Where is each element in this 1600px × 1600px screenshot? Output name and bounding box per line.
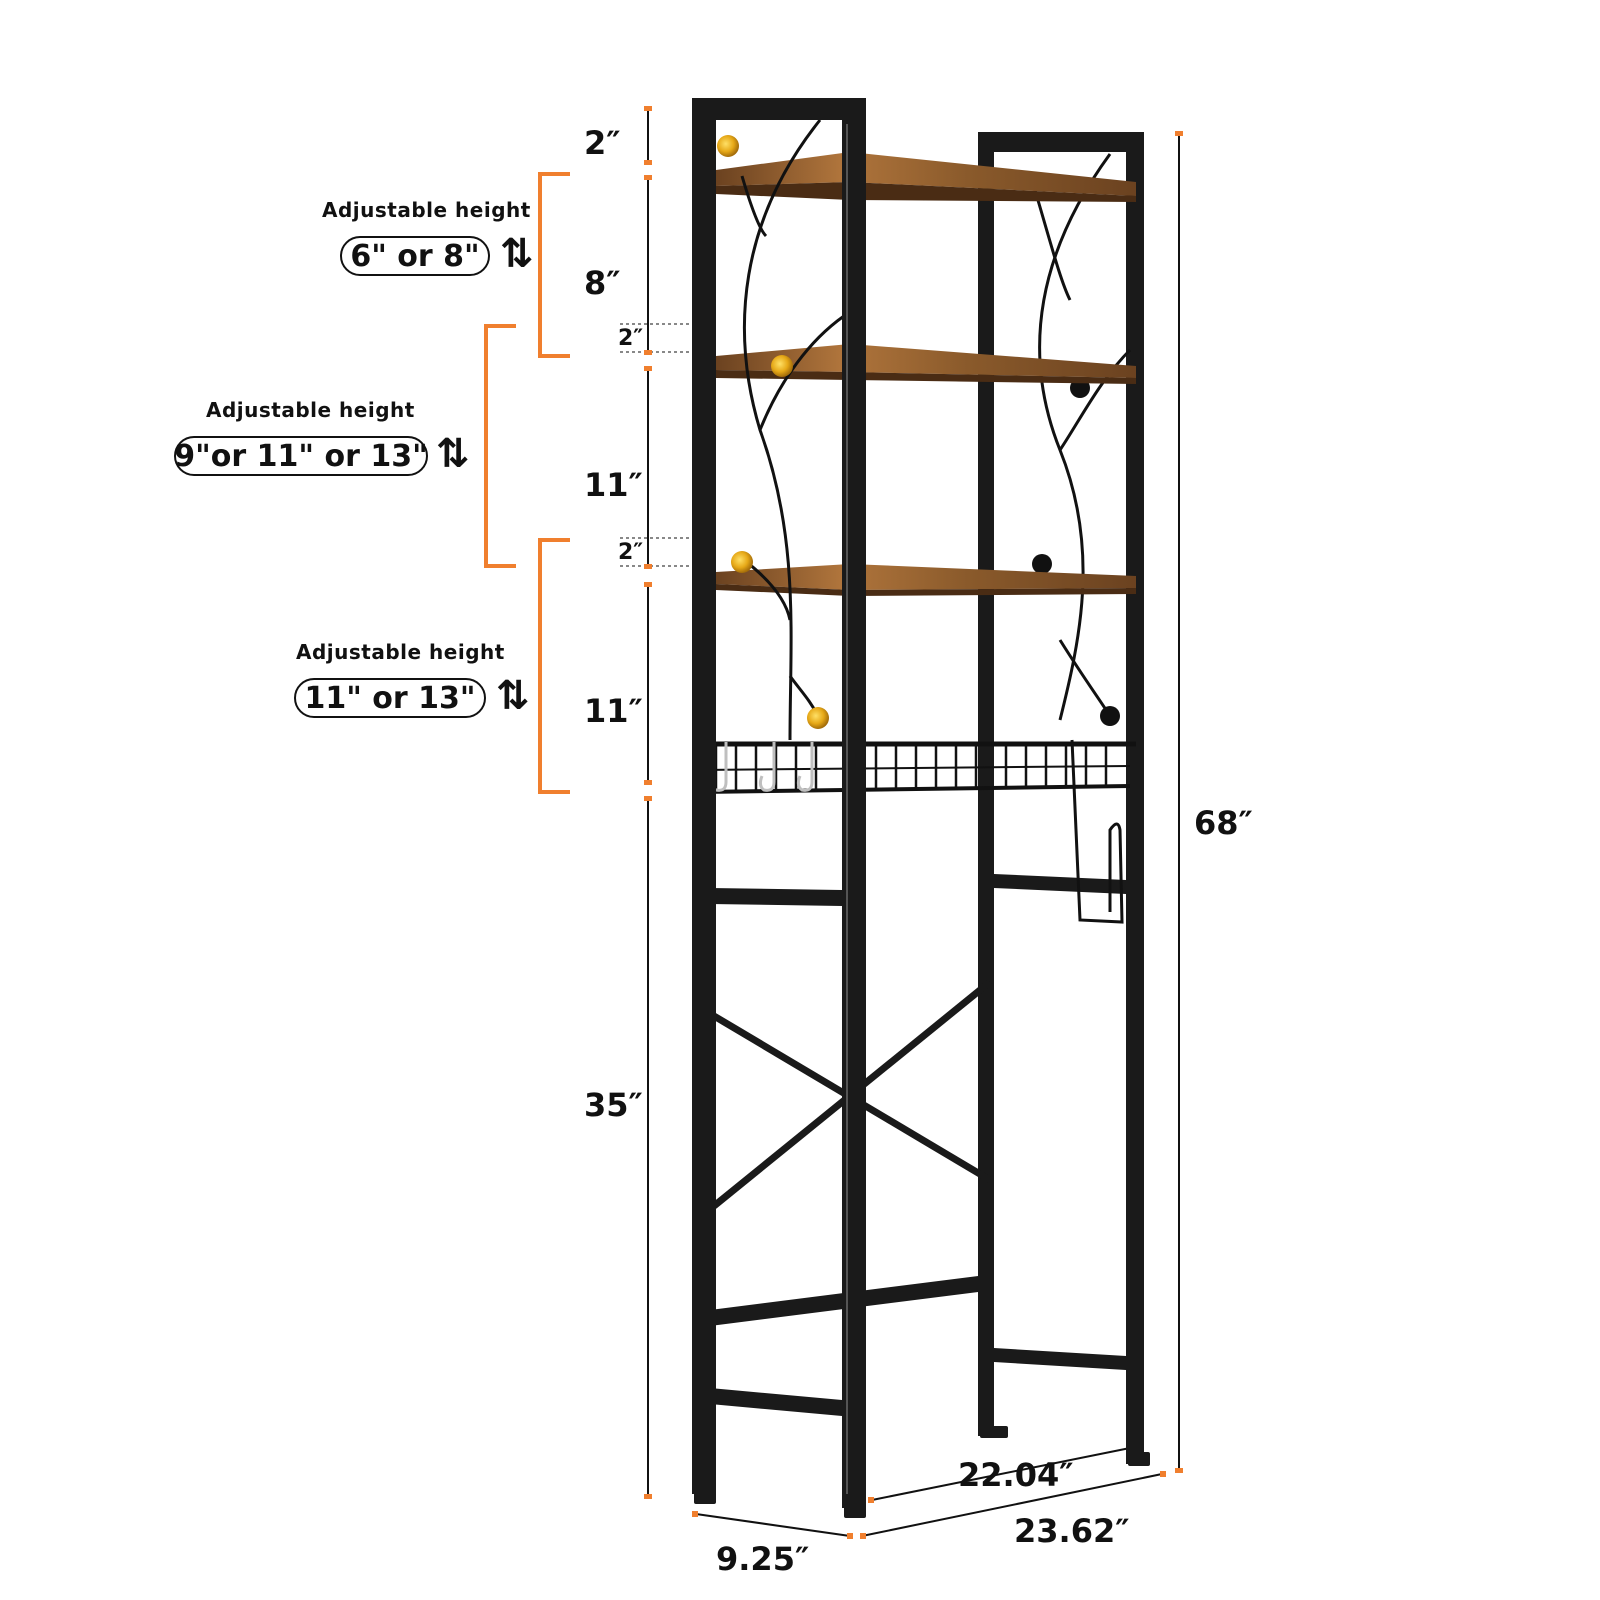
- bracket-middle: [484, 324, 516, 568]
- dim-total-height: 68″: [1194, 804, 1253, 842]
- wire-basket: [699, 741, 1136, 794]
- shelf-top: [716, 152, 1136, 202]
- up-down-arrows-icon: ⇅: [500, 231, 534, 277]
- side-holder: [1070, 739, 1124, 924]
- adjustable-label-1: Adjustable height: [322, 198, 531, 222]
- adjust-options-2: 9"or 11" or 13": [174, 436, 428, 476]
- bracket-top: [538, 172, 570, 358]
- adjust-options-1: 6" or 8": [340, 236, 490, 276]
- dim-depth: 9.25″: [716, 1540, 810, 1578]
- dim-shelf-gap-1: 2″: [618, 326, 644, 351]
- adjust-options-3: 11" or 13": [294, 678, 486, 718]
- back-frame: [978, 132, 1150, 1466]
- dim-section-1: 8″: [584, 264, 621, 302]
- dim-outer-width: 23.62″: [1014, 1512, 1130, 1550]
- decor-knobs: [717, 135, 829, 729]
- shelf-middle: [716, 344, 1136, 384]
- up-down-arrows-icon: ⇅: [436, 431, 470, 477]
- adjustable-label-2: Adjustable height: [206, 398, 415, 422]
- dim-base: 35″: [584, 1086, 643, 1124]
- up-down-arrows-icon: ⇅: [496, 673, 530, 719]
- dim-section-3: 11″: [584, 692, 643, 730]
- adjustable-label-3: Adjustable height: [296, 640, 505, 664]
- shelf-bottom: [716, 564, 1136, 596]
- back-decor-curves: [1030, 153, 1132, 721]
- front-decor-curves: [740, 119, 845, 741]
- bracket-bottom: [538, 538, 570, 794]
- dim-inner-width: 22.04″: [958, 1456, 1074, 1494]
- dim-section-2: 11″: [584, 466, 643, 504]
- dim-shelf-gap-2: 2″: [618, 540, 644, 565]
- dim-top-gap: 2″: [584, 124, 621, 162]
